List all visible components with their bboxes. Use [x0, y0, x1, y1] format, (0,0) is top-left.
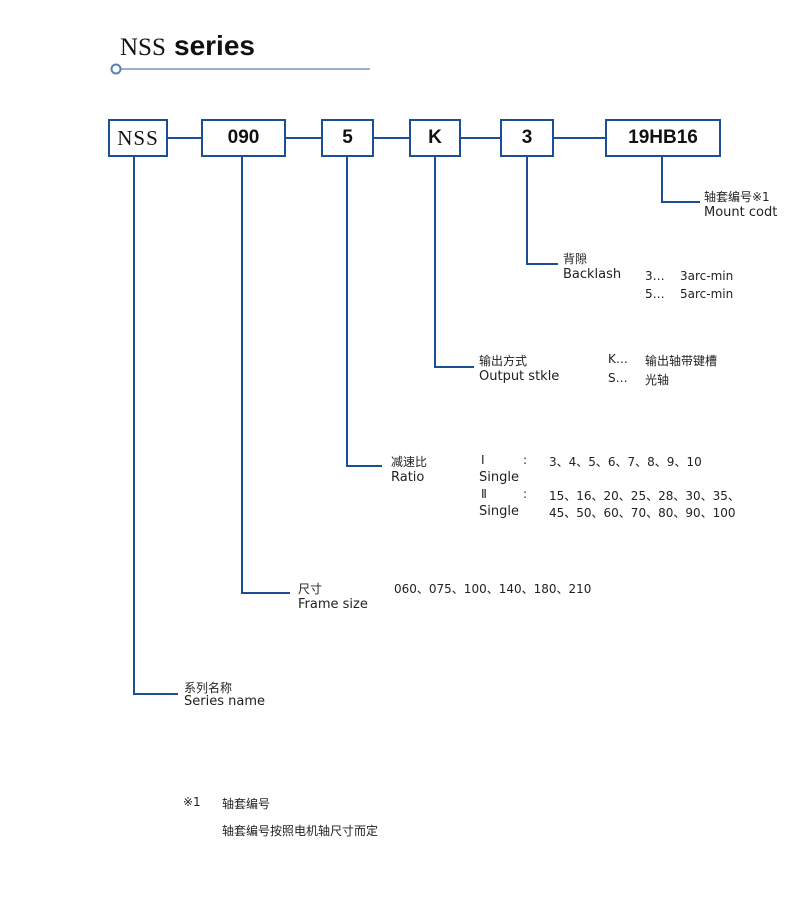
- ratio-single2-values-b: 45、50、60、70、80、90、100: [549, 506, 736, 520]
- code-box-series: NSS: [108, 119, 168, 157]
- ratio-label-zh: 减速比: [391, 455, 428, 469]
- leader-ratio: [346, 157, 382, 467]
- backlash-option-desc: 5arc-min: [680, 287, 734, 301]
- leader-mount: [661, 157, 700, 203]
- output-label-zh: 输出方式: [479, 354, 528, 368]
- output-label-en: Output stkle: [479, 369, 560, 384]
- footnote-title: 轴套编号: [222, 797, 271, 811]
- ratio-colon: :: [523, 453, 528, 467]
- backlash-option-desc: 3arc-min: [680, 269, 734, 283]
- backlash-label-en: Backlash: [563, 267, 622, 282]
- page-title-word: series: [174, 30, 255, 61]
- ratio-single2-label: Single: [479, 504, 519, 519]
- ratio-single1-label: Single: [479, 470, 519, 485]
- ratio-label-en: Ratio: [391, 470, 425, 485]
- mount-label-zh: 轴套编号※1: [704, 190, 770, 204]
- ratio-single2-roman: Ⅱ: [481, 487, 487, 501]
- leader-backlash: [526, 157, 558, 265]
- ratio-single1-roman: Ⅰ: [481, 453, 485, 467]
- ratio-single1-values: 3、4、5、6、7、8、9、10: [549, 455, 702, 469]
- series-label-en: Series name: [184, 694, 265, 709]
- leader-series: [133, 157, 178, 695]
- series-label-zh: 系列名称: [184, 681, 233, 695]
- output-option-desc: 光轴: [645, 373, 670, 387]
- mount-label-en: Mount codt: [704, 205, 778, 220]
- backlash-label-zh: 背隙: [563, 252, 588, 266]
- output-option-code: S…: [608, 371, 628, 385]
- code-box-output: K: [409, 119, 461, 157]
- frame-label-en: Frame size: [298, 597, 368, 612]
- ratio-single2-values-a: 15、16、20、25、28、30、35、: [549, 489, 740, 503]
- leader-output: [434, 157, 474, 368]
- backlash-option-code: 5…: [645, 287, 665, 301]
- code-box-mount: 19HB16: [605, 119, 721, 157]
- frame-values: 060、075、100、140、180、210: [394, 582, 592, 596]
- code-box-backlash: 3: [500, 119, 554, 157]
- footnote-text: 轴套编号按照电机轴尺寸而定: [222, 824, 379, 838]
- ratio-colon: :: [523, 487, 528, 501]
- backlash-option-code: 3…: [645, 269, 665, 283]
- code-box-ratio: 5: [321, 119, 374, 157]
- title-rule: [110, 63, 370, 75]
- footnote-mark: ※1: [183, 795, 201, 809]
- frame-label-zh: 尺寸: [298, 582, 323, 596]
- code-box-frame: 090: [201, 119, 286, 157]
- output-option-desc: 输出轴带键槽: [645, 354, 718, 368]
- output-option-code: K…: [608, 352, 628, 366]
- page-title-code: NSS: [120, 34, 166, 61]
- leader-frame: [241, 157, 290, 594]
